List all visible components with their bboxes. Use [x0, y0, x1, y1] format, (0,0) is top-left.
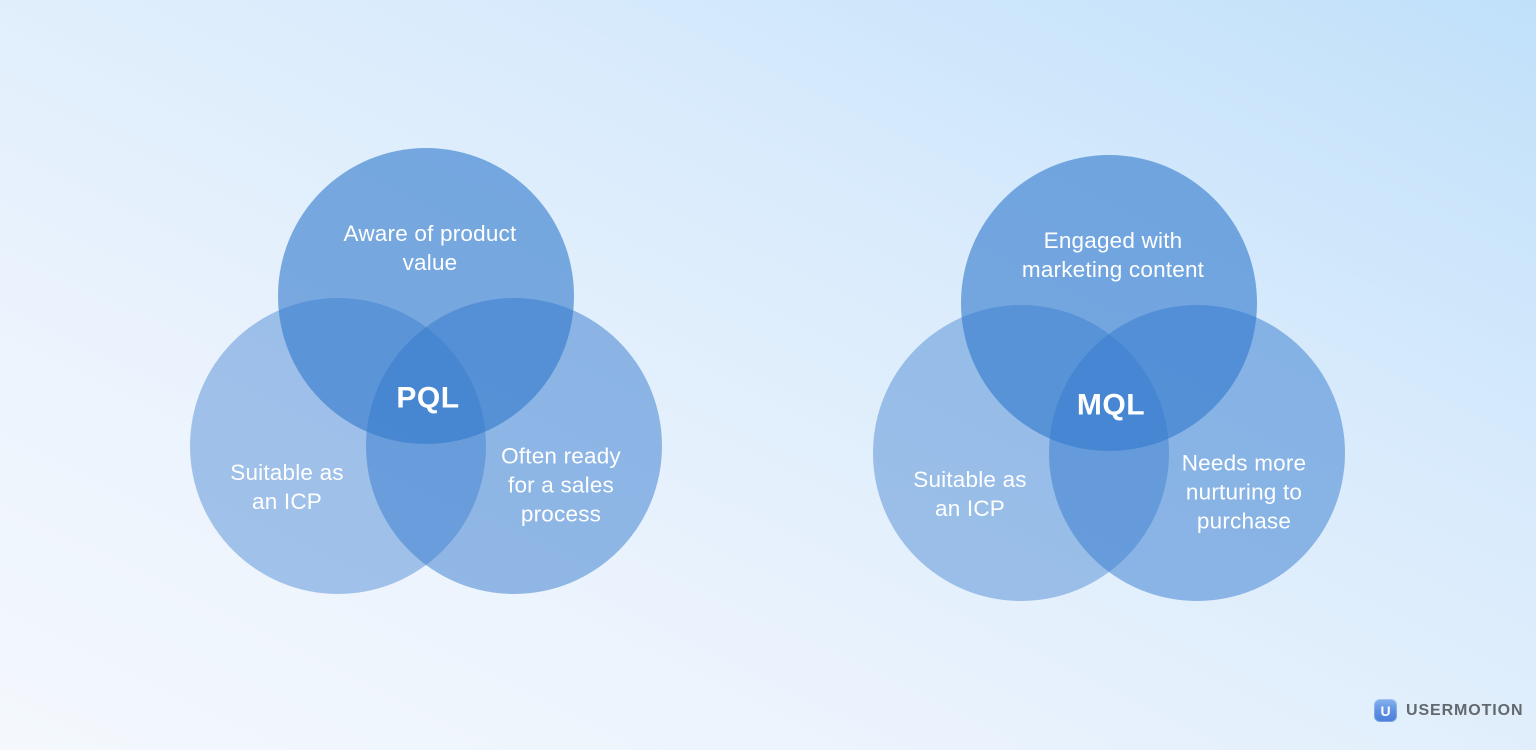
venn-diagram-mql: Engaged with marketing content Suitable … — [873, 155, 1345, 601]
mql-label-top: Engaged with marketing content — [1021, 228, 1205, 282]
pql-circle-right — [366, 298, 662, 594]
pql-label-right: Often ready for a sales process — [501, 443, 621, 527]
usermotion-brand-name: USERMOTION — [1406, 701, 1524, 719]
pql-label-top: Aware of product value — [343, 221, 517, 275]
mql-label-left: Suitable as an ICP — [913, 467, 1027, 521]
mql-circle-right — [1049, 305, 1345, 601]
pql-center-label: PQL — [396, 381, 460, 415]
usermotion-logo-icon: U — [1374, 699, 1397, 722]
usermotion-logo: U USERMOTION — [1374, 699, 1523, 722]
venn-diagram-pql: Aware of product value Suitable as an IC… — [190, 148, 662, 594]
mql-center-label: MQL — [1076, 388, 1146, 422]
usermotion-logo-letter: U — [1380, 702, 1391, 719]
mql-label-right: Needs more nurturing to purchase — [1181, 450, 1307, 534]
pql-label-left: Suitable as an ICP — [230, 460, 344, 514]
